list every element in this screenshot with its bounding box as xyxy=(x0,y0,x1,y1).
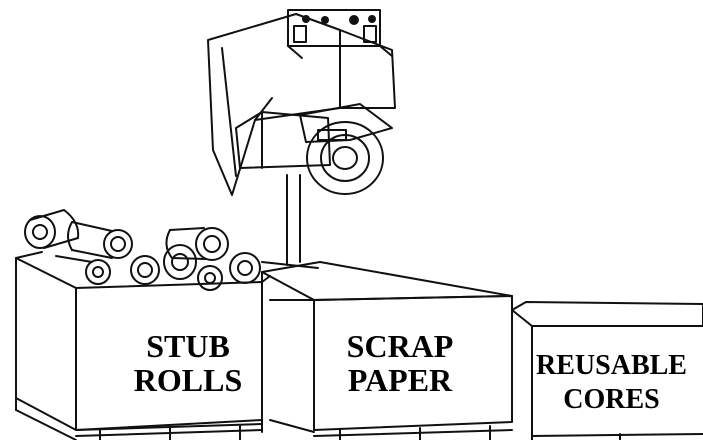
reusable-cores-box xyxy=(512,302,703,440)
scrap-paper-label-line-1: SCRAP xyxy=(346,328,454,364)
machine-arm xyxy=(208,14,395,195)
cutter-head xyxy=(236,104,392,194)
scrap-paper-label-line-2: PAPER xyxy=(347,362,453,398)
machine-post xyxy=(262,175,318,268)
stub-rolls-box xyxy=(16,210,270,440)
stub-rolls-label: STUB ROLLS xyxy=(118,330,258,396)
scrap-paper-box xyxy=(262,262,512,440)
cutting-machine xyxy=(208,10,395,268)
scrap-paper-label: SCRAP PAPER xyxy=(330,330,470,396)
reusable-cores-label-line-2: CORES xyxy=(563,384,660,415)
stub-rolls-label-line-2: ROLLS xyxy=(133,362,243,398)
stub-rolls-label-line-1: STUB xyxy=(146,328,230,364)
reusable-cores-label-line-1: REUSABLE xyxy=(536,352,687,381)
stub-rolls-pile xyxy=(25,210,260,290)
reusable-cores-label: REUSABLE CORES xyxy=(520,352,703,440)
mounting-bracket xyxy=(288,10,392,58)
